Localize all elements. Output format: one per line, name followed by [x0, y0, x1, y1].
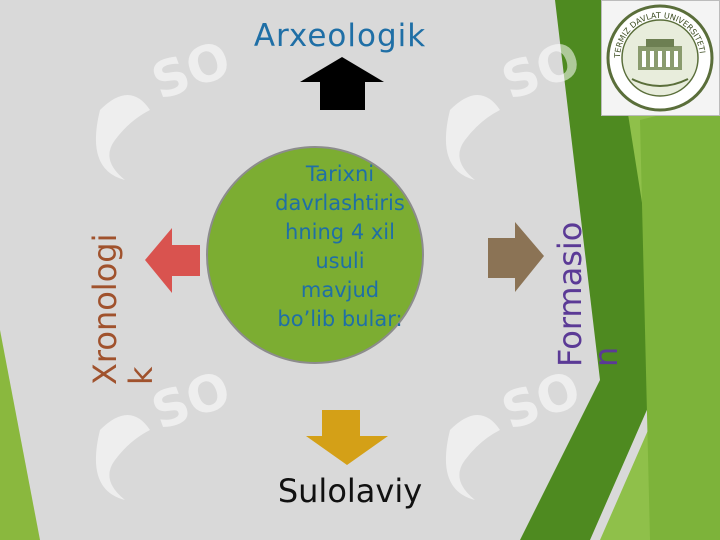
arrow-left-icon	[145, 228, 200, 293]
green-stripe-right-dark	[520, 0, 660, 540]
arrow-right-icon	[488, 222, 544, 292]
label-formasion: Formasio n	[551, 221, 625, 367]
arrow-up-icon	[300, 57, 384, 110]
label-arxeologik: Arxeologik	[253, 18, 427, 54]
center-circle-text: Tarixni davrlashtiris hning 4 xil usuli …	[275, 162, 405, 331]
university-seal-icon: TERMIZ DAVLAT UNIVERSITETI	[606, 4, 714, 112]
green-stripe-right-mid	[640, 100, 720, 540]
center-circle	[206, 146, 424, 364]
seal-panel: TERMIZ DAVLAT UNIVERSITETI	[601, 0, 720, 116]
arrow-down-icon	[306, 410, 388, 465]
soft-logo-icon: SO SO SO SO	[95, 30, 588, 500]
green-stripe-left	[0, 330, 40, 540]
label-xronologik: Xronologi k	[86, 233, 160, 385]
label-sulolaviy: Sulolaviy	[277, 472, 423, 510]
